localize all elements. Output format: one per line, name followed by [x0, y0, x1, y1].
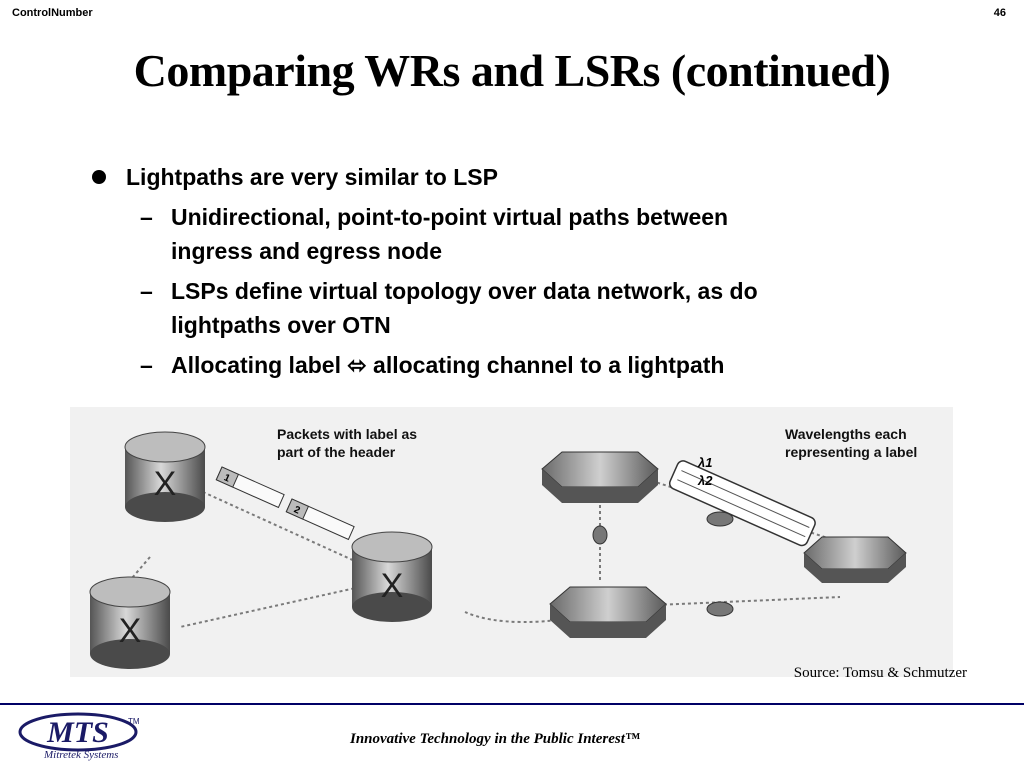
- svg-text:X: X: [381, 567, 404, 605]
- sub-bullet-2-line1: LSPs define virtual topology over data n…: [171, 278, 758, 304]
- svg-text:X: X: [154, 465, 177, 503]
- bullet-main-text: Lightpaths are very similar to LSP: [126, 164, 498, 190]
- packet-2-label: 2: [292, 504, 302, 516]
- optical-switch-bottom: [549, 586, 667, 638]
- dash-icon: –: [140, 204, 153, 230]
- logo-subtitle: Mitretek Systems: [43, 749, 118, 761]
- fiber-tube: [668, 460, 816, 547]
- left-label-line1: Packets with label as: [277, 426, 417, 442]
- left-label-line2: part of the header: [277, 444, 396, 460]
- right-label-line2: representing a label: [785, 444, 917, 460]
- control-number: ControlNumber: [12, 7, 93, 19]
- network-figure: X X X 1 2 λ1 λ2: [70, 407, 953, 677]
- packet-1: 1: [215, 466, 285, 509]
- logo-tm: TM: [128, 717, 140, 726]
- slide-title: Comparing WRs and LSRs (continued): [133, 45, 891, 96]
- link-marker: [706, 511, 734, 527]
- double-arrow-icon: ⬄: [347, 352, 367, 378]
- bullet-main: Lightpaths are very similar to LSP: [92, 160, 912, 194]
- wavelength-1: λ1: [697, 455, 712, 470]
- packet-1-label: 1: [222, 472, 232, 484]
- sub-bullet-1-line2: ingress and egress node: [171, 238, 442, 264]
- link-marker: [592, 525, 608, 545]
- right-label-line1: Wavelengths each: [785, 426, 907, 442]
- figure-link-curve: [464, 611, 611, 623]
- router-bottom-left: X: [89, 576, 171, 669]
- source-citation: Source: Tomsu & Schmutzer: [793, 665, 967, 681]
- footer-tagline: Innovative Technology in the Public Inte…: [350, 731, 640, 747]
- sub-bullet-3: – Allocating label ⬄ allocating channel …: [92, 348, 912, 382]
- optical-switch-right: [803, 536, 907, 583]
- sub-bullet-1-line1: Unidirectional, point-to-point virtual p…: [171, 204, 729, 230]
- sub-bullet-3-before: Allocating label: [171, 352, 341, 378]
- optical-switch-top: [541, 451, 659, 503]
- link-marker: [706, 601, 734, 617]
- bullet-list: Lightpaths are very similar to LSP – Uni…: [92, 160, 912, 382]
- mts-logo: MTS TM Mitretek Systems: [18, 712, 140, 761]
- dash-icon: –: [140, 352, 153, 378]
- packet-2: 2: [285, 498, 355, 541]
- dash-icon: –: [140, 278, 153, 304]
- sub-bullet-1: – Unidirectional, point-to-point virtual…: [92, 200, 912, 268]
- svg-text:X: X: [119, 612, 142, 650]
- wavelength-2: λ2: [697, 473, 713, 488]
- page-number: 46: [993, 7, 1006, 19]
- sub-bullet-3-after: allocating channel to a lightpath: [373, 352, 725, 378]
- bullet-dot-icon: [92, 170, 106, 184]
- sub-bullet-2-line2: lightpaths over OTN: [171, 312, 391, 338]
- logo-text: MTS: [46, 716, 109, 749]
- router-top-left: X: [124, 431, 206, 522]
- router-center: X: [351, 531, 433, 622]
- footer-divider: [0, 703, 1024, 705]
- sub-bullet-2: – LSPs define virtual topology over data…: [92, 274, 912, 342]
